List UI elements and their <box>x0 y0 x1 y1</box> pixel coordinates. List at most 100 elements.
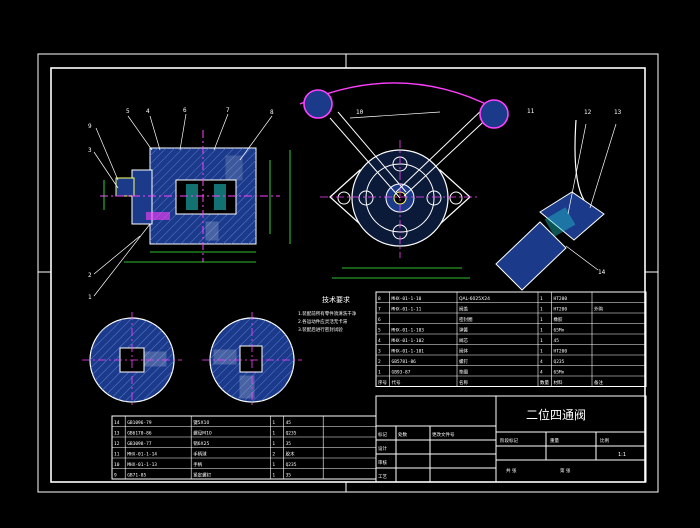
bom-cell-code: MHX-01-1-10 <box>392 296 422 302</box>
bom-cell-name: 销6X25 <box>193 440 209 447</box>
bom-cell-qty: 1 <box>272 420 275 426</box>
bom-cell-code: MHX-01-1-102 <box>392 338 425 344</box>
tb-right-label: 重量 <box>550 437 559 444</box>
bom-cell-name: 螺钉 <box>459 358 468 365</box>
bom-cell-name: 螺母M10 <box>193 430 212 437</box>
callout-label: 14 <box>598 269 606 276</box>
bom-cell-code: GB71-85 <box>127 473 146 479</box>
callout-label: 5 <box>126 108 130 115</box>
bom-cell-code: GB6170-86 <box>127 431 152 437</box>
bom-cell-no: 8 <box>378 296 381 302</box>
tb-label: 处数 <box>398 431 407 438</box>
bom-cell-name: 名称 <box>459 379 468 386</box>
bom-cell-code: MHX-01-1-11 <box>392 307 422 313</box>
tb-row: 设计 <box>378 445 387 452</box>
bom-cell-no: 12 <box>114 441 120 447</box>
bom-cell-qty: 1 <box>540 338 543 344</box>
bom-cell-no: 序号 <box>378 379 387 386</box>
bom-cell-mat: 35 <box>286 441 292 447</box>
callout-label: 11 <box>527 108 535 115</box>
bom-cell-mat: 材料 <box>554 379 563 386</box>
tech-notes-heading: 技术要求 <box>322 295 350 304</box>
bom-cell-no: 10 <box>114 462 120 468</box>
bom-cell-qty: 1 <box>272 441 275 447</box>
bom-cell-mat: 橡胶 <box>554 316 563 323</box>
bom-cell-name: 阀盖 <box>459 306 468 313</box>
bom-cell-name: 密封圈 <box>459 316 473 323</box>
tb-row: 工艺 <box>378 474 387 480</box>
callout-label: 8 <box>270 109 274 116</box>
bom-cell-no: 11 <box>114 452 120 458</box>
bom-cell-qty: 1 <box>540 328 543 334</box>
bom-cell-qty: 1 <box>540 349 543 355</box>
bom-cell-mat: HT200 <box>554 349 568 355</box>
bom-cell-qty: 1 <box>272 473 275 479</box>
bom-cell-no: 13 <box>114 431 120 437</box>
drawing-title: 二位四通阀 <box>526 407 586 422</box>
bom-cell-code: GB3098-77 <box>127 441 152 447</box>
callout-label: 3 <box>88 147 92 154</box>
bom-cell-mat: 45 <box>554 338 560 344</box>
bom-cell-mat: HT200 <box>554 296 568 302</box>
bom-cell-mat: 65Mn <box>554 328 565 334</box>
bom-cell-code: MHX-01-1-101 <box>392 349 425 355</box>
sheet-border <box>37 53 659 493</box>
callout-label: 7 <box>226 107 230 114</box>
bom-cell-name: 手柄 <box>193 461 202 468</box>
bom-cell-qty: 4 <box>540 359 543 365</box>
bom-cell-no: 14 <box>114 420 120 426</box>
tech-note: 3.装配后进行密封试验 <box>298 326 343 333</box>
callout-label: 9 <box>88 123 92 130</box>
bom-cell-qty: 1 <box>540 307 543 313</box>
callout-label: 4 <box>146 108 150 115</box>
tech-note: 1.装配前所有零件须清洗干净 <box>298 310 357 317</box>
bom-cell-qty: 1 <box>540 296 543 302</box>
bom-cell-code: 代号 <box>392 379 401 386</box>
bom-cell-name: 阀芯 <box>459 337 468 344</box>
bom-cell-mat: 胶木 <box>286 451 295 458</box>
callout-label: 10 <box>356 109 364 116</box>
bom-cell-no: 5 <box>378 328 381 334</box>
bom-cell-no: 9 <box>114 473 117 479</box>
tb-right-label: 比例 <box>600 437 609 444</box>
bom-cell-no: 2 <box>378 359 381 365</box>
bom-cell-code: MHX-01-1-13 <box>127 462 157 468</box>
bom-cell-qty: 1 <box>540 317 543 323</box>
bom-cell-note: 外购 <box>594 306 603 313</box>
bom-cell-qty: 数量 <box>540 379 549 386</box>
bom-cell-code: GB93-87 <box>392 370 411 376</box>
bom-cell-mat: 65Mn <box>554 370 565 376</box>
bom-cell-code: GB1096-79 <box>127 420 152 426</box>
top-view: 10 11 <box>299 82 535 279</box>
callout-label: 12 <box>584 109 592 116</box>
tb-right-label: 阶段标记 <box>500 437 518 444</box>
bom-cell-mat: 45 <box>286 420 292 426</box>
bom-cell-name: 弹簧 <box>459 327 468 334</box>
callouts-left: 5 6 7 8 9 3 1 2 4 <box>88 107 274 301</box>
scale-value: 1:1 <box>618 452 626 458</box>
callout-label: 1 <box>88 294 92 301</box>
section-circles <box>82 312 302 408</box>
tb-label: 标记 <box>378 431 387 438</box>
bom-cell-no: 7 <box>378 307 381 313</box>
bom-cell-mat: 35 <box>286 473 292 479</box>
technical-notes: 技术要求 1.装配前所有零件须清洗干净 2.各运动件应灵活无卡滞 3.装配后进行… <box>298 295 357 333</box>
tb-label: 更改文件号 <box>432 431 455 438</box>
bom-cell-code: MHX-01-1-14 <box>127 452 157 458</box>
callout-label: 2 <box>88 272 92 279</box>
bom-cell-code: GB5781-86 <box>392 359 417 365</box>
bom-cell-qty: 1 <box>272 431 275 437</box>
bom-cell-name: 紧定螺钉 <box>193 472 211 479</box>
tb-sheet: 共 张 <box>506 467 517 474</box>
bom-cell-mat: Q235 <box>554 359 565 365</box>
bom-cell-note: 备注 <box>594 379 603 386</box>
callout-label: 13 <box>614 109 622 116</box>
bom-cell-name: 垫圈 <box>459 369 468 376</box>
front-section-view <box>100 130 291 263</box>
tb-row: 审核 <box>378 459 387 466</box>
tb-sheet: 第 张 <box>560 467 571 474</box>
bom-cell-name: 手柄球 <box>193 451 207 458</box>
bom-cell-qty: 1 <box>272 462 275 468</box>
